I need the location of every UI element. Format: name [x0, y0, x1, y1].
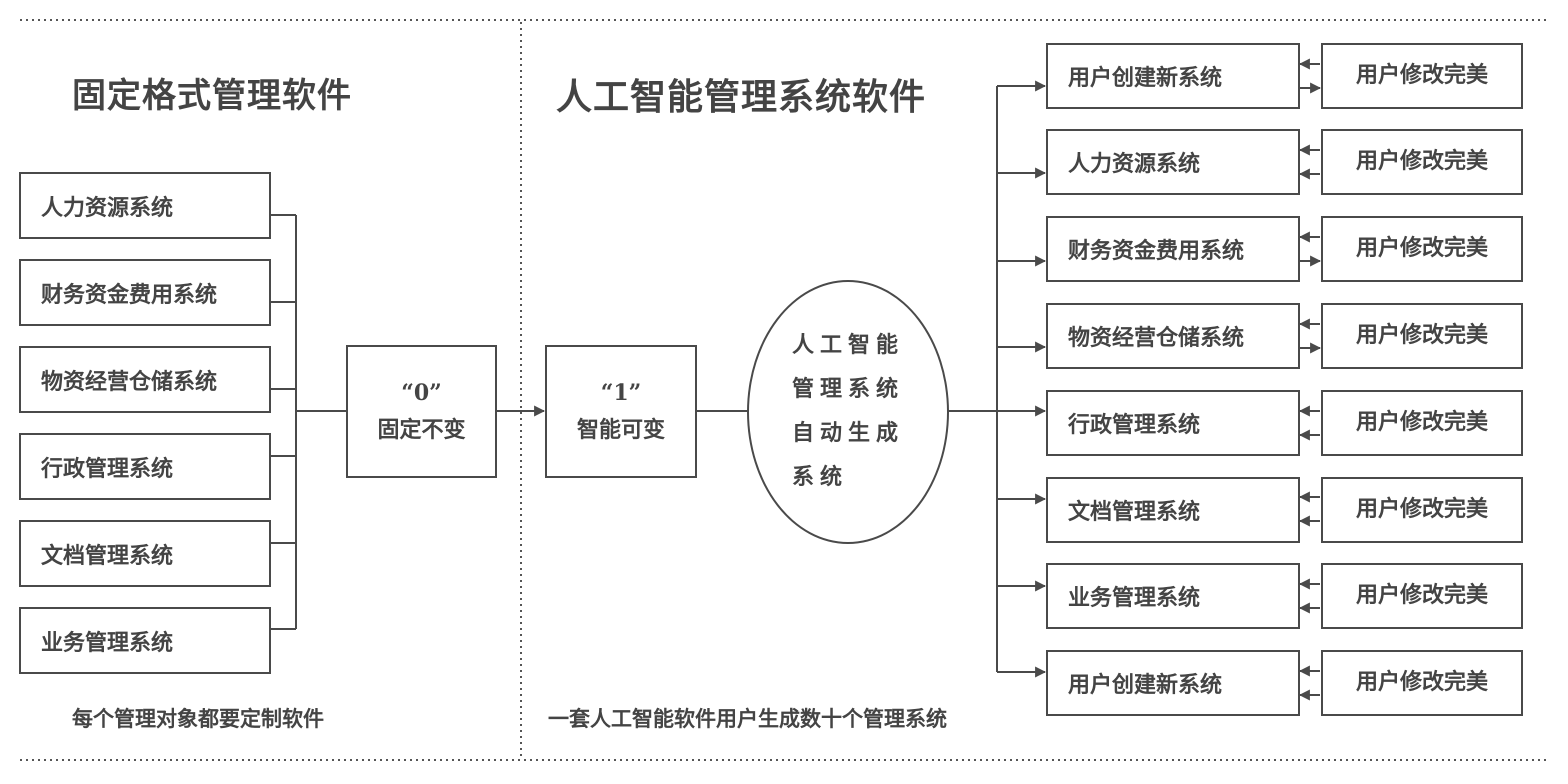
generated-system-box: 行政管理系统	[1046, 390, 1300, 456]
user-refine-label: 用户修改完美	[1355, 236, 1488, 261]
generated-system-box: 物资经营仓储系统	[1046, 303, 1300, 369]
fixed-state-number: “0”	[401, 379, 442, 406]
user-refine-label: 用户修改完美	[1355, 149, 1488, 174]
fixed-system-label: 财务资金费用系统	[41, 282, 218, 308]
user-refine-box: 用户修改完美	[1321, 303, 1523, 369]
user-refine-label: 用户修改完美	[1355, 410, 1488, 435]
generated-system-label: 财务资金费用系统	[1068, 239, 1245, 264]
intelligent-state-label: 智能可变	[576, 417, 665, 443]
generator-line: 人工智能	[791, 333, 904, 358]
right-panel-caption: 一套人工智能软件用户生成数十个管理系统	[548, 707, 947, 731]
generated-system-box: 业务管理系统	[1046, 563, 1300, 629]
intelligent-state-number: “1”	[600, 379, 642, 406]
generated-system-box: 财务资金费用系统	[1046, 216, 1300, 282]
user-refine-label: 用户修改完美	[1355, 583, 1488, 608]
generated-system-label: 物资经营仓储系统	[1068, 326, 1245, 351]
fixed-system-box: 财务资金费用系统	[19, 259, 271, 326]
right-panel-title: 人工智能管理系统软件	[556, 77, 927, 118]
generated-system-label: 用户创建新系统	[1068, 673, 1223, 698]
fixed-system-label: 物资经营仓储系统	[41, 369, 218, 395]
user-refine-box: 用户修改完美	[1321, 650, 1523, 716]
fixed-system-box: 行政管理系统	[19, 433, 271, 500]
fixed-system-box: 文档管理系统	[19, 520, 271, 587]
fixed-system-box: 业务管理系统	[19, 607, 271, 674]
intelligent-state-box: “1” 智能可变	[545, 345, 697, 478]
fixed-system-label: 业务管理系统	[41, 630, 174, 656]
generated-system-label: 人力资源系统	[1068, 152, 1201, 177]
left-bracket	[270, 214, 346, 630]
fixed-state-label: 固定不变	[377, 417, 466, 443]
feedback-arrows	[1298, 58, 1322, 701]
user-refine-box: 用户修改完美	[1321, 216, 1523, 282]
user-refine-box: 用户修改完美	[1321, 43, 1523, 109]
user-refine-box: 用户修改完美	[1321, 390, 1523, 456]
fixed-system-box: 物资经营仓储系统	[19, 346, 271, 413]
generated-system-box: 用户创建新系统	[1046, 43, 1300, 109]
generator-text: 人工智能 管理系统 自动生成 系统	[792, 324, 904, 500]
fixed-system-label: 文档管理系统	[41, 543, 174, 569]
left-panel-title: 固定格式管理软件	[72, 76, 352, 116]
generated-system-box: 用户创建新系统	[1046, 650, 1300, 716]
user-refine-box: 用户修改完美	[1321, 563, 1523, 629]
user-refine-box: 用户修改完美	[1321, 129, 1523, 195]
generated-system-box: 文档管理系统	[1046, 477, 1300, 543]
user-refine-label: 用户修改完美	[1355, 497, 1488, 522]
fixed-state-box: “0” 固定不变	[346, 345, 497, 478]
fixed-system-label: 行政管理系统	[41, 456, 174, 482]
generated-system-box: 人力资源系统	[1046, 129, 1300, 195]
generator-line: 管理系统	[791, 377, 904, 402]
user-refine-label: 用户修改完美	[1355, 670, 1488, 695]
generated-system-label: 用户创建新系统	[1068, 66, 1223, 91]
user-refine-box: 用户修改完美	[1321, 477, 1523, 543]
spine-arrows	[997, 80, 1047, 678]
left-panel-caption: 每个管理对象都要定制软件	[72, 707, 324, 731]
fixed-system-label: 人力资源系统	[41, 195, 174, 221]
generated-system-label: 业务管理系统	[1068, 586, 1201, 611]
user-refine-label: 用户修改完美	[1355, 63, 1488, 88]
user-refine-label: 用户修改完美	[1355, 323, 1488, 348]
generator-oval: 人工智能 管理系统 自动生成 系统	[747, 280, 949, 544]
generator-line: 自动生成	[791, 421, 904, 446]
generated-system-label: 行政管理系统	[1068, 413, 1201, 438]
generator-line: 系统	[791, 465, 848, 490]
fixed-system-box: 人力资源系统	[19, 172, 271, 239]
generated-system-label: 文档管理系统	[1068, 500, 1201, 525]
